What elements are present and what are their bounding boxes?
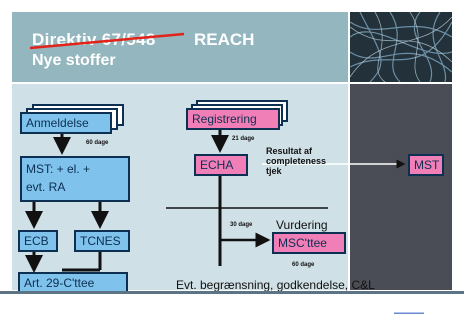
strikethrough-line (29, 32, 185, 50)
msc-label: MSC'ttee (278, 236, 327, 250)
days-60b-label: 60 dage (292, 262, 315, 268)
mst-line-2: evt. RA (26, 180, 66, 194)
days-30-label: 30 dage (230, 222, 253, 228)
bottom-statement-dark-part (352, 276, 452, 292)
tcnes-label: TCNES (80, 234, 121, 248)
subtitle: Nye stoffer (32, 52, 116, 69)
anmeldelse-box: Anmeldelse (20, 112, 112, 134)
reach-title: REACH (194, 30, 255, 49)
tcnes-box: TCNES (74, 230, 130, 252)
fiber-photo (350, 12, 452, 82)
ecb-box: ECB (18, 230, 58, 252)
echa-label: ECHA (200, 158, 234, 172)
mst-box: MST: + el. + evt. RA (20, 156, 130, 202)
registrering-box: Registrering (186, 108, 280, 130)
days-60-label: 60 dage (86, 140, 109, 146)
header-band (12, 12, 348, 82)
msc-box: MSC'ttee (272, 232, 346, 254)
vurdering-label: Vurdering (276, 218, 328, 232)
result-line-3: tjek (266, 166, 282, 176)
days-21-label: 21 dage (232, 136, 255, 142)
result-line-2: completeness (266, 156, 327, 166)
footer-line (0, 291, 464, 294)
mst-line-1: MST: + el. + (26, 162, 91, 176)
result-text: Resultat af completeness tjek (266, 146, 326, 176)
ecb-label: ECB (24, 234, 49, 248)
fiber-image (350, 12, 452, 82)
anmeldelse-label: Anmeldelse (26, 116, 89, 130)
art29-label: Art. 29-C'ttee (24, 276, 95, 290)
registrering-label: Registrering (192, 112, 257, 126)
mst-right-label: MST (414, 158, 440, 172)
right-dark-panel (350, 84, 452, 290)
echa-box: ECHA (194, 154, 248, 176)
footer-logo: ▬▬▬▬▬▬ (394, 310, 424, 316)
bottom-statement: Evt. begrænsning, godkendelse, C&L (176, 278, 375, 292)
result-line-1: Resultat af (266, 146, 313, 156)
mst-right-box: MST (408, 154, 444, 176)
